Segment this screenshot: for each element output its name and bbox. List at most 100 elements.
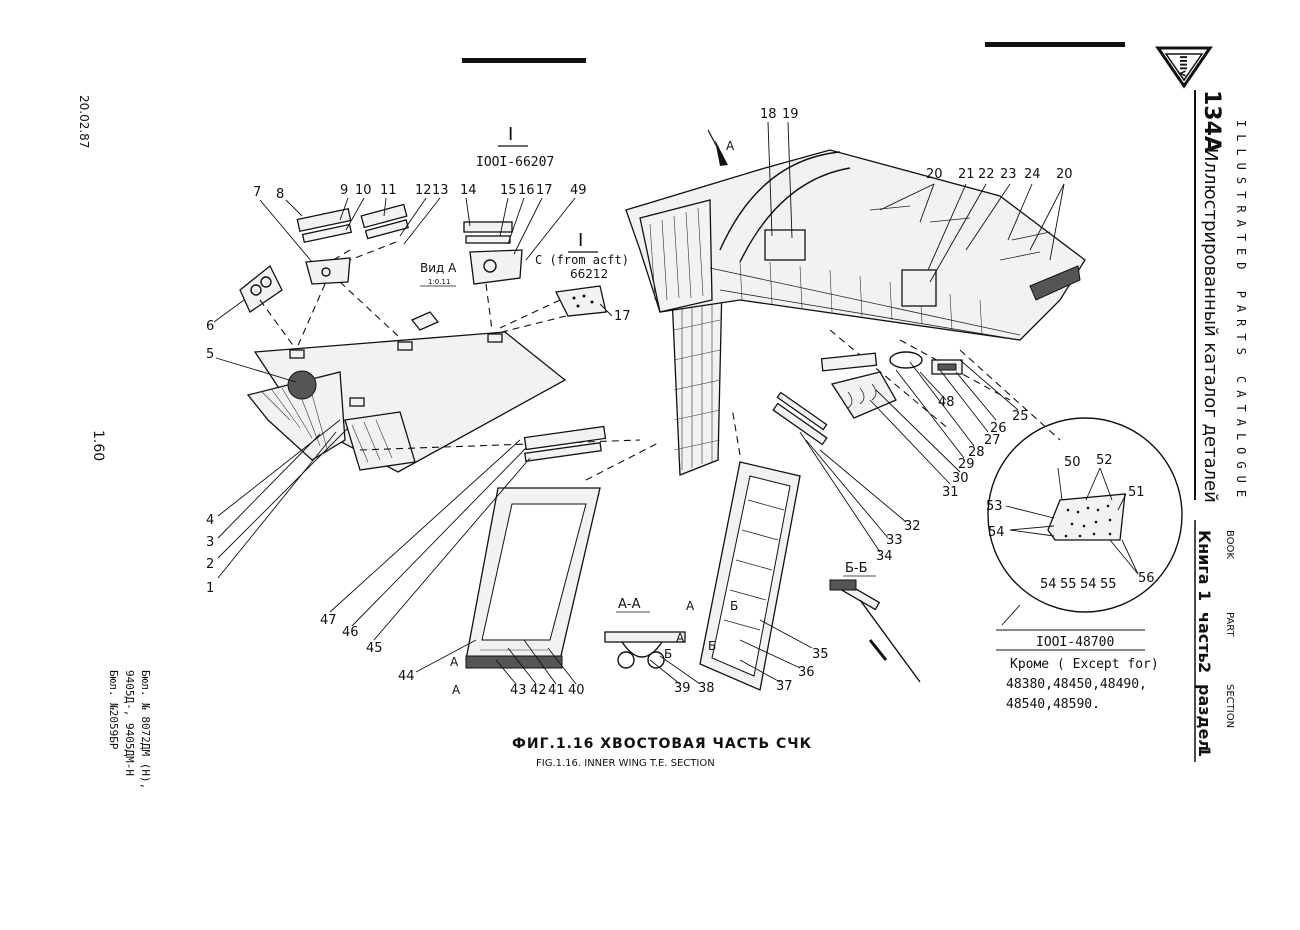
ref-66212: 66212: [570, 267, 608, 281]
callout-29: 29: [958, 457, 975, 472]
section-number: 1: [1195, 746, 1214, 757]
callout-35: 35: [812, 647, 829, 662]
callout-5: 5: [206, 347, 214, 362]
fitting-plate-49: [469, 249, 523, 285]
model-number: 134А: [1199, 90, 1224, 153]
marker-66207: I: [508, 124, 513, 145]
callout-56: 56: [1138, 571, 1155, 586]
callout-12: 12: [415, 183, 432, 198]
detail-circle: [987, 417, 1183, 626]
callout-30: 30: [952, 471, 969, 486]
view-a-arrow: [715, 140, 728, 166]
section-letter-b2: Б: [708, 639, 716, 653]
section-letter-a1: А: [450, 655, 459, 669]
callout-20a: 20: [926, 167, 943, 182]
ref-48700: IOOI-48700: [1036, 635, 1114, 650]
callout-23: 23: [1000, 167, 1017, 182]
callout-33: 33: [886, 533, 903, 548]
callout-9: 9: [340, 183, 348, 198]
callout-37: 37: [776, 679, 793, 694]
frame-assembly-left: [465, 425, 607, 669]
part-label-ru: часть: [1195, 612, 1214, 663]
callout-34: 34: [876, 549, 893, 564]
manufacturer-logo: IIIIy: [1155, 46, 1213, 89]
callout-45: 45: [366, 641, 383, 656]
callout-22: 22: [978, 167, 995, 182]
trailing-edge-panel: [246, 331, 567, 473]
callout-13: 13: [432, 183, 449, 198]
callout-51: 51: [1128, 485, 1145, 500]
bulletin-line-3: Бюл. №2059БР: [107, 670, 120, 750]
callout-46: 46: [342, 625, 359, 640]
callout-39: 39: [674, 681, 691, 696]
callout-21: 21: [958, 167, 975, 182]
callout-53: 53: [986, 499, 1003, 514]
part-number: 2: [1195, 662, 1214, 673]
callout-16: 16: [518, 183, 535, 198]
callout-1: 1: [206, 581, 214, 596]
callout-8: 8: [276, 187, 284, 202]
ref-66207: IOOI-66207: [476, 155, 554, 170]
section-letters: А А А А Б Б Б А: [450, 139, 738, 697]
callout-2: 2: [206, 557, 214, 572]
callout-24: 24: [1024, 167, 1041, 182]
callout-17a: 17: [536, 183, 553, 198]
callout-40: 40: [568, 683, 585, 698]
view-arrow: [410, 311, 440, 331]
callout-20b: 20: [1056, 167, 1073, 182]
section-letter-b3: Б: [664, 647, 672, 661]
bulletin-line-2: 9405Д-, 9405ДМ-Н: [123, 670, 136, 776]
callout-28: 28: [968, 445, 985, 460]
top-rule-right: [985, 42, 1125, 47]
fitting-plate-7: [305, 257, 351, 285]
svg-text:IIIIy: IIIIy: [1177, 55, 1188, 77]
callout-7: 7: [253, 185, 261, 200]
callout-27: 27: [984, 433, 1001, 448]
callout-55b: 55: [1100, 577, 1117, 592]
section-letter-a4: А: [676, 631, 685, 645]
callout-10: 10: [355, 183, 372, 198]
callout-31: 31: [942, 485, 959, 500]
strip-14: [463, 221, 513, 244]
callout-11: 11: [380, 183, 397, 198]
callout-4: 4: [206, 513, 214, 528]
book-label-en: BOOK: [1224, 530, 1235, 559]
ref-from-acft: C (from acft): [535, 253, 629, 267]
section-bb-detail: [829, 579, 921, 683]
except-line-3: 48540,48590.: [1006, 697, 1100, 712]
section-letter-a3: А: [686, 599, 695, 613]
frame-assembly-right: [699, 391, 828, 691]
callout-26: 26: [990, 421, 1007, 436]
callout-43: 43: [510, 683, 527, 698]
section-label-en: SECTION: [1224, 684, 1235, 728]
section-label-ru: раздел: [1195, 684, 1214, 751]
book-number: 1: [1195, 590, 1214, 601]
except-line-1: Кроме ( Except for): [1010, 657, 1159, 672]
marker-66212: I: [578, 230, 583, 251]
fitting-plate-6: [239, 264, 283, 313]
section-aa-label: А-А: [618, 597, 641, 612]
callout-14: 14: [460, 183, 477, 198]
strip-8: [296, 207, 353, 244]
vertical-panel: [671, 283, 723, 476]
callout-3: 3: [206, 535, 214, 550]
callout-25: 25: [1012, 409, 1029, 424]
view-a-label: Вид А: [420, 261, 457, 275]
callout-52: 52: [1096, 453, 1113, 468]
doubler-plates: [820, 351, 963, 419]
callout-55a: 55: [1060, 577, 1077, 592]
wing-structure: [625, 129, 1086, 341]
callout-47: 47: [320, 613, 337, 628]
part-label-en: PART: [1224, 612, 1235, 637]
callout-labels: 1 2 3 4 5 6 7 8 9 10 11 12 13 14 15 16 1…: [206, 107, 1155, 698]
callout-41: 41: [548, 683, 565, 698]
callout-54b: 54: [1040, 577, 1057, 592]
catalog-title-ru: Иллюстрированный каталог деталей: [1200, 148, 1221, 503]
section-bb-label: Б-Б: [845, 561, 868, 576]
view-arrow-letter: А: [726, 139, 735, 153]
book-label-ru: Книга: [1195, 530, 1214, 585]
callout-44: 44: [398, 669, 415, 684]
callout-49: 49: [570, 183, 587, 198]
top-rule-left: [462, 58, 586, 63]
